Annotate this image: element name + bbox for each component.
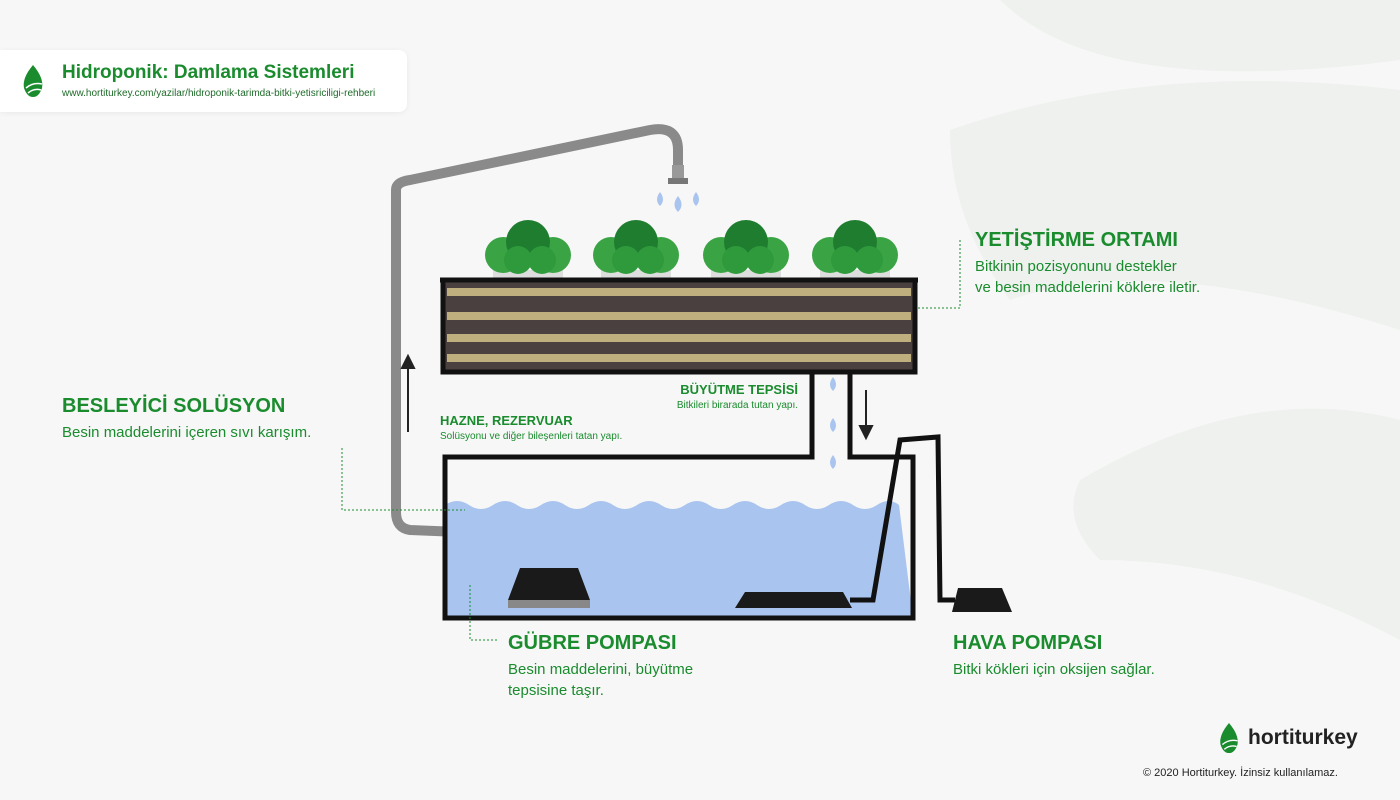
air-stone: [735, 592, 852, 608]
label-title: GÜBRE POMPASI: [508, 632, 677, 654]
brand-name: hortiturkey: [1248, 726, 1358, 749]
plants: [485, 220, 898, 280]
label-reservoir: HAZNE, REZERVUAR Solüsyonu ve diğer bile…: [440, 413, 622, 443]
page-title: Hidroponik: Damlama Sistemleri: [62, 62, 355, 83]
label-desc: Besin maddelerini içeren sıvı karışım.: [62, 424, 312, 441]
label-growing-tray: BÜYÜTME TEPSİSİ Bitkileri birarada tutan…: [640, 382, 798, 412]
label-title: BÜYÜTME TEPSİSİ: [680, 382, 798, 397]
leaf-logo-icon: [1220, 722, 1238, 754]
header-card: Hidroponik: Damlama Sistemleri www.horti…: [0, 50, 407, 112]
label-nutrient-solution: BESLEYİCİ SOLÜSYON Besin maddelerini içe…: [62, 395, 311, 443]
label-title: HAZNE, REZERVUAR: [440, 413, 573, 428]
label-title: BESLEYİCİ SOLÜSYON: [62, 395, 286, 417]
label-fertilizer-pump: GÜBRE POMPASI Besin maddelerini, büyütme…: [508, 632, 693, 701]
growing-tray: [440, 277, 918, 375]
fertilizer-pump: [508, 568, 590, 608]
source-url[interactable]: www.hortiturkey.com/yazilar/hidroponik-t…: [62, 88, 376, 99]
label-desc: Solüsyonu ve diğer bileşenleri tatan yap…: [440, 431, 623, 442]
leaf-logo-icon: [23, 65, 43, 97]
label-air-pump: HAVA POMPASI Bitki kökleri için oksijen …: [953, 632, 1155, 680]
label-title: HAVA POMPASI: [953, 632, 1103, 654]
label-title: YETİŞTİRME ORTAMI: [975, 229, 1178, 251]
brand-logo: hortiturkey: [1218, 722, 1358, 754]
background-arcs: [950, 0, 1400, 640]
label-desc: Bitki kökleri için oksijen sağlar.: [953, 661, 1155, 678]
copyright: © 2020 Hortiturkey. İzinsiz kullanılamaz…: [1143, 767, 1338, 779]
flow-arrows: [400, 353, 874, 441]
label-growing-medium: YETİŞTİRME ORTAMI Bitkinin pozisyonunu d…: [975, 229, 1200, 298]
air-pump: [952, 588, 1012, 612]
leader-lines: [341, 240, 961, 641]
drip-nozzle: [657, 165, 699, 212]
air-pump-line: [850, 434, 955, 603]
label-desc: Bitkileri birarada tutan yapı.: [676, 400, 798, 411]
